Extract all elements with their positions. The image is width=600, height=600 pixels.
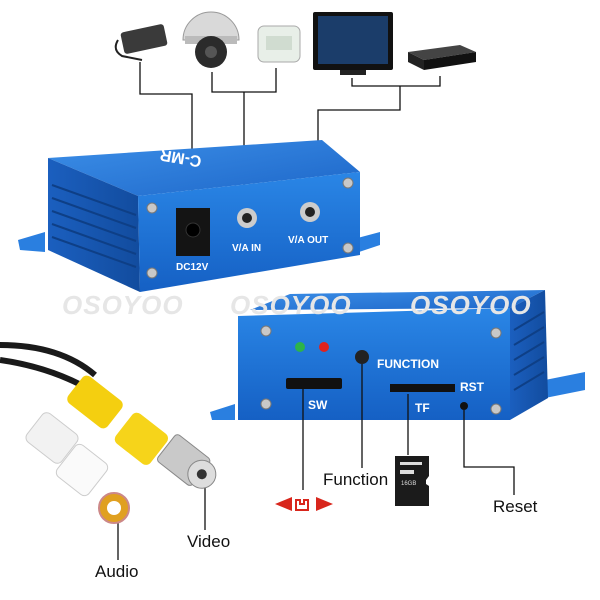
watermark: OSOYOO: [62, 290, 184, 320]
microsd-card-icon: 16GB: [395, 456, 429, 506]
function-button: [355, 350, 369, 364]
watermark: OSOYOO: [410, 290, 532, 320]
callout-reset: Reset: [493, 497, 538, 516]
callout-video: Video: [187, 532, 231, 551]
label-function: FUNCTION: [377, 357, 439, 371]
power-adapter-icon: [114, 24, 168, 61]
callout-audio: Audio: [95, 562, 139, 581]
tf-slot: [390, 384, 455, 392]
red-led: [319, 342, 329, 352]
label-rst: RST: [460, 380, 484, 394]
bottom-recorder-device: [210, 290, 585, 420]
callout-function: Function: [323, 470, 389, 489]
reset-hole: [460, 402, 468, 410]
port-label-dc12v: DC12V: [176, 262, 209, 273]
port-label-va-out: V/A OUT: [288, 235, 329, 246]
sw-switch: [286, 378, 342, 389]
sd-card-capacity: 16GB: [401, 481, 416, 487]
rca-cable-icon: [0, 342, 217, 524]
port-label-va-in: V/A IN: [232, 243, 262, 254]
green-led: [295, 342, 305, 352]
top-recorder-device: [18, 140, 380, 292]
dvr-icon: [408, 45, 476, 70]
dome-camera-icon: [182, 11, 240, 68]
tv-monitor-icon: [313, 12, 393, 75]
label-tf: TF: [415, 401, 430, 415]
watermark: OSOYOO: [230, 290, 352, 320]
microphone-icon: [257, 25, 301, 63]
sw-slide-arrows-icon: [275, 497, 333, 511]
label-sw: SW: [308, 398, 328, 412]
